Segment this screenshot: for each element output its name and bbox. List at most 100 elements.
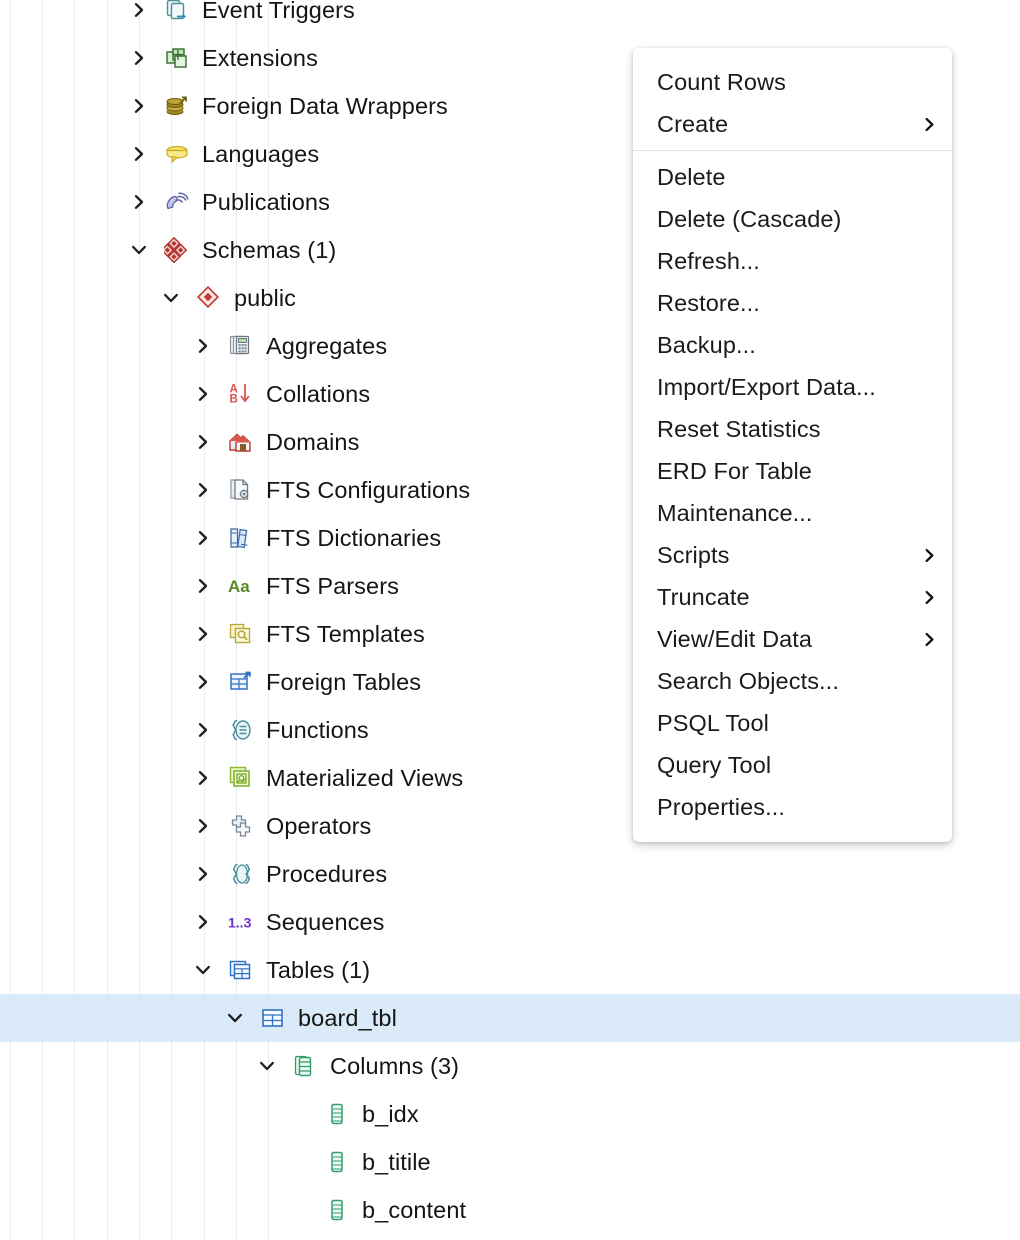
tree-row[interactable]: FTS Templates [0, 610, 1020, 658]
operator-icon [228, 813, 254, 839]
chevron-right-icon[interactable] [192, 335, 214, 357]
tree-row[interactable]: Foreign Tables [0, 658, 1020, 706]
menu-item-delete-cascade[interactable]: Delete (Cascade) [633, 198, 952, 240]
svg-text:Aa: Aa [228, 577, 250, 596]
chevron-down-icon[interactable] [256, 1055, 278, 1077]
chevron-down-icon[interactable] [160, 287, 182, 309]
fts-configuration-icon [228, 477, 254, 503]
chevron-right-icon[interactable] [192, 575, 214, 597]
chevron-right-icon[interactable] [128, 0, 150, 21]
tree-node-label: Procedures [266, 861, 388, 887]
submenu-chevron-right-icon [921, 116, 938, 133]
menu-item-truncate[interactable]: Truncate [633, 576, 952, 618]
chevron-right-icon[interactable] [128, 191, 150, 213]
fts-parser-icon: Aa [228, 573, 254, 599]
chevron-right-icon[interactable] [192, 623, 214, 645]
tree-row[interactable]: Aggregates [0, 322, 1020, 370]
menu-item-import-export-data[interactable]: Import/Export Data... [633, 366, 952, 408]
tree-node-label: Domains [266, 429, 360, 455]
chevron-down-icon[interactable] [192, 959, 214, 981]
menu-item-count-rows[interactable]: Count Rows [633, 61, 952, 103]
tree-node-label: Extensions [202, 45, 318, 71]
menu-item-backup[interactable]: Backup... [633, 324, 952, 366]
chevron-right-icon[interactable] [192, 527, 214, 549]
chevron-right-icon[interactable] [192, 911, 214, 933]
foreign-table-icon [228, 669, 254, 695]
tree-row[interactable]: Schemas (1) [0, 226, 1020, 274]
menu-item-create[interactable]: Create [633, 103, 952, 145]
tree-row[interactable]: Event Triggers [0, 0, 1020, 34]
menu-item-erd-for-table[interactable]: ERD For Table [633, 450, 952, 492]
tree-row[interactable]: Operators [0, 802, 1020, 850]
menu-item-search-objects[interactable]: Search Objects... [633, 660, 952, 702]
tree-row[interactable]: Functions [0, 706, 1020, 754]
chevron-right-icon[interactable] [192, 767, 214, 789]
chevron-right-icon[interactable] [192, 671, 214, 693]
menu-item-delete[interactable]: Delete [633, 156, 952, 198]
tree-row[interactable]: Domains [0, 418, 1020, 466]
tree-row[interactable]: Aa FTS Parsers [0, 562, 1020, 610]
submenu-chevron-right-icon [921, 547, 938, 564]
chevron-right-icon[interactable] [192, 479, 214, 501]
menu-item-maintenance[interactable]: Maintenance... [633, 492, 952, 534]
menu-item-psql-tool[interactable]: PSQL Tool [633, 702, 952, 744]
chevron-right-icon[interactable] [128, 47, 150, 69]
tree-row[interactable]: A B Collations [0, 370, 1020, 418]
menu-item-label: Query Tool [657, 752, 772, 778]
chevron-right-icon[interactable] [192, 431, 214, 453]
submenu-chevron-right-icon [921, 631, 938, 648]
tree-row[interactable]: b_idx [0, 1090, 1020, 1138]
tree-row[interactable]: public [0, 274, 1020, 322]
menu-item-label: View/Edit Data [657, 626, 813, 652]
tree-row[interactable]: Procedures [0, 850, 1020, 898]
collation-icon: A B [228, 381, 254, 407]
menu-item-label: Create [657, 111, 729, 137]
chevron-right-icon[interactable] [128, 95, 150, 117]
tree-row[interactable]: b_content [0, 1186, 1020, 1234]
tree-node-label: Schemas (1) [202, 237, 337, 263]
tree-row[interactable]: Columns (3) [0, 1042, 1020, 1090]
tree-node-label: public [234, 285, 297, 311]
foreign-data-wrapper-icon [164, 93, 190, 119]
tree-node-label: FTS Templates [266, 621, 425, 647]
chevron-down-icon[interactable] [128, 239, 150, 261]
chevron-right-icon[interactable] [128, 143, 150, 165]
tree-row[interactable]: 1..3 Sequences [0, 898, 1020, 946]
tree-row[interactable]: FTS Dictionaries [0, 514, 1020, 562]
tree-row[interactable]: FTS Configurations [0, 466, 1020, 514]
tree-node-label: b_content [362, 1197, 467, 1223]
tree-row[interactable]: b_titile [0, 1138, 1020, 1186]
menu-item-refresh[interactable]: Refresh... [633, 240, 952, 282]
tree-row[interactable]: Foreign Data Wrappers [0, 82, 1020, 130]
event-trigger-icon [164, 0, 190, 23]
menu-item-properties[interactable]: Properties... [633, 786, 952, 828]
menu-item-label: Backup... [657, 332, 756, 358]
chevron-right-icon[interactable] [192, 719, 214, 741]
chevron-right-icon[interactable] [192, 863, 214, 885]
tree-row[interactable]: Publications [0, 178, 1020, 226]
menu-item-label: Delete [657, 164, 726, 190]
tree-row[interactable]: Tables (1) [0, 946, 1020, 994]
menu-item-view-edit-data[interactable]: View/Edit Data [633, 618, 952, 660]
chevron-right-icon[interactable] [192, 815, 214, 837]
menu-item-reset-statistics[interactable]: Reset Statistics [633, 408, 952, 450]
tree-row[interactable]: Languages [0, 130, 1020, 178]
menu-item-query-tool[interactable]: Query Tool [633, 744, 952, 786]
chevron-right-icon[interactable] [192, 383, 214, 405]
tree-row[interactable]: Extensions [0, 34, 1020, 82]
tree-row-selected[interactable]: board_tbl [0, 994, 1020, 1042]
tree-row[interactable]: Materialized Views [0, 754, 1020, 802]
fts-dictionary-icon [228, 525, 254, 551]
tree-node-label: FTS Parsers [266, 573, 399, 599]
tree-node-label: Foreign Tables [266, 669, 422, 695]
menu-item-scripts[interactable]: Scripts [633, 534, 952, 576]
menu-item-label: Delete (Cascade) [657, 206, 842, 232]
menu-item-label: Restore... [657, 290, 760, 316]
menu-item-restore[interactable]: Restore... [633, 282, 952, 324]
column-icon [324, 1197, 350, 1223]
chevron-down-icon[interactable] [224, 1007, 246, 1029]
